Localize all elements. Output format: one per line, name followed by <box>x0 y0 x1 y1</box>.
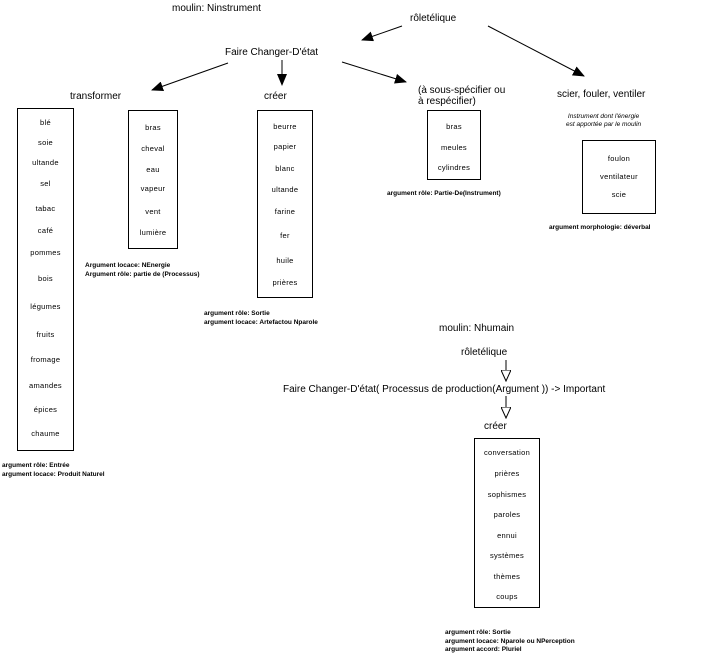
list-item: légumes <box>30 302 61 311</box>
list-item: thèmes <box>493 572 521 581</box>
list-item: ventilateur <box>600 172 638 181</box>
list-item: lumière <box>139 228 167 237</box>
creer-box: beurre papier blanc ultande farine fer h… <box>257 110 313 298</box>
list-item: café <box>37 226 54 235</box>
arrow-role-to-main <box>361 25 403 42</box>
sous-specifier-label: (à sous-spécifier ou à respécifier) <box>418 85 505 107</box>
creer-label: créer <box>264 91 287 102</box>
energy-note-role: Argument rôle: partie de (Processus) <box>85 270 200 278</box>
section2-note-role: argument rôle: Sortie <box>445 629 511 636</box>
sous-specifier-note: argument rôle: Partie-De(Instrument) <box>387 190 501 197</box>
energy-note-locace: Argument locace: NEnergie <box>85 262 171 269</box>
list-item: épices <box>33 405 58 414</box>
list-item: fer <box>280 231 290 240</box>
transformer-notes: argument rôle: Entrée argument locace: P… <box>2 462 105 479</box>
list-item: tabac <box>35 204 56 213</box>
list-item: conversation <box>483 448 531 457</box>
list-item: cylindres <box>437 163 471 172</box>
list-item: sophismes <box>487 490 527 499</box>
list-item: cheval <box>141 144 165 153</box>
scier-italic-note: Instrument dont l'énergie est apportée p… <box>566 113 641 129</box>
sous-specifier-box: bras meules cylindres <box>427 110 481 180</box>
list-item: bois <box>38 274 53 283</box>
list-item: prières <box>494 469 520 478</box>
section1-title: moulin: Ninstrument <box>172 3 261 14</box>
transformer-label: transformer <box>70 91 122 102</box>
scier-note: argument morphologie: déverbal <box>549 224 651 231</box>
section2-note-accord: argument accord: Pluriel <box>445 646 522 653</box>
section2-creer-box: conversation prières sophismes paroles e… <box>474 438 540 608</box>
transformer-note-locace: argument locace: Produit Naturel <box>2 470 105 478</box>
list-item: farine <box>274 207 296 216</box>
list-item: eau <box>146 165 160 174</box>
list-item: huile <box>276 256 294 265</box>
list-item: meules <box>441 143 467 152</box>
section2-title: moulin: Nhumain <box>439 323 515 334</box>
section2-creer-label: créer <box>484 421 507 432</box>
list-item: fromage <box>30 355 61 364</box>
transformer-box: blé soie ultande sel tabac café pommes b… <box>17 108 74 451</box>
list-item: bras <box>446 122 462 131</box>
section2-role: rôletélique <box>461 347 508 358</box>
list-item: paroles <box>493 510 521 519</box>
list-item: ultande <box>271 185 299 194</box>
list-item: chaume <box>31 429 60 438</box>
list-item: ennui <box>497 531 517 540</box>
list-item: ultande <box>32 158 59 167</box>
arrow-main-to-sous-specifier <box>341 61 407 84</box>
list-item: coups <box>496 592 518 601</box>
energy-notes: Argument locace: NEnergie Argument rôle:… <box>85 262 200 279</box>
list-item: soie <box>38 138 53 147</box>
list-item: prières <box>272 278 298 287</box>
list-item: sel <box>40 179 51 188</box>
transformer-note-role: argument rôle: Entrée <box>2 462 70 469</box>
list-item: vapeur <box>140 184 166 193</box>
section2-main-process: Faire Changer-D'état( Processus de produ… <box>283 384 606 395</box>
list-item: systèmes <box>489 551 525 560</box>
sous-specifier-label-line2: à respécifier) <box>418 96 476 107</box>
list-item: beurre <box>273 122 297 131</box>
list-item: blanc <box>275 164 295 173</box>
creer-notes: argument rôle: Sortie argument locace: A… <box>204 310 318 327</box>
creer-note-role: argument rôle: Sortie <box>204 310 270 317</box>
section2-note-locace: argument locace: Nparole ou NPerception <box>445 637 575 645</box>
list-item: bras <box>145 123 161 132</box>
list-item: papier <box>273 142 297 151</box>
creer-note-locace: argument locace: Artefactou Nparole <box>204 318 318 326</box>
list-item: blé <box>40 118 51 127</box>
list-item: scie <box>611 190 627 199</box>
scier-italic-line1: Instrument dont l'énergie <box>567 113 640 120</box>
energy-box: bras cheval eau vapeur vent lumière <box>128 110 178 249</box>
arrow-main-to-transformer <box>151 62 229 92</box>
scier-box: foulon ventilateur scie <box>582 140 656 214</box>
section2-notes: argument rôle: Sortie argument locace: N… <box>445 629 575 655</box>
scier-label: scier, fouler, ventiler <box>557 89 646 100</box>
section1-main-process: Faire Changer-D'état <box>225 47 319 58</box>
sous-specifier-label-line1: (à sous-spécifier ou <box>418 85 506 96</box>
list-item: fruits <box>36 330 55 339</box>
list-item: amandes <box>29 381 62 390</box>
list-item: foulon <box>607 154 631 163</box>
section1-role: rôletélique <box>410 13 457 24</box>
list-item: vent <box>145 207 161 216</box>
list-item: pommes <box>30 248 61 257</box>
arrow-role-to-scier <box>487 25 585 77</box>
scier-italic-line2: est apportée par le moulin <box>566 121 642 128</box>
